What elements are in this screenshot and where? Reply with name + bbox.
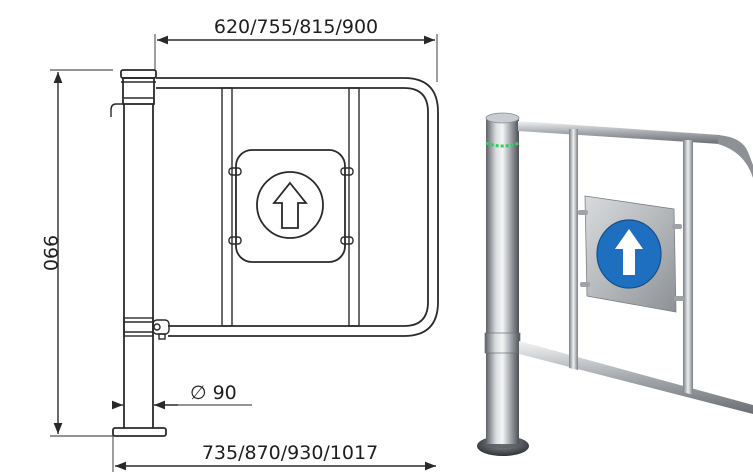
up-arrow-icon bbox=[596, 219, 662, 289]
product-photo bbox=[477, 112, 753, 456]
width-dimension-label: 620/755/815/900 bbox=[214, 16, 378, 38]
height-dimension: 990 bbox=[39, 69, 113, 437]
photo-led-ring bbox=[485, 141, 520, 148]
width-dimension: 620/755/815/900 bbox=[154, 16, 438, 82]
height-dimension-label: 990 bbox=[39, 235, 61, 271]
post-drawing bbox=[110, 69, 167, 437]
up-arrow-icon bbox=[256, 171, 324, 239]
technical-drawing: 620/755/815/900 990 bbox=[39, 16, 439, 472]
diameter-dimension-label: ∅ 90 bbox=[190, 382, 237, 404]
length-dimension: 735/870/930/1017 bbox=[112, 436, 436, 472]
length-dimension-label: 735/870/930/1017 bbox=[202, 442, 378, 464]
diameter-dimension: ∅ 90 bbox=[111, 382, 252, 410]
gate-frame-drawing bbox=[152, 77, 439, 340]
photo-post bbox=[486, 118, 519, 444]
